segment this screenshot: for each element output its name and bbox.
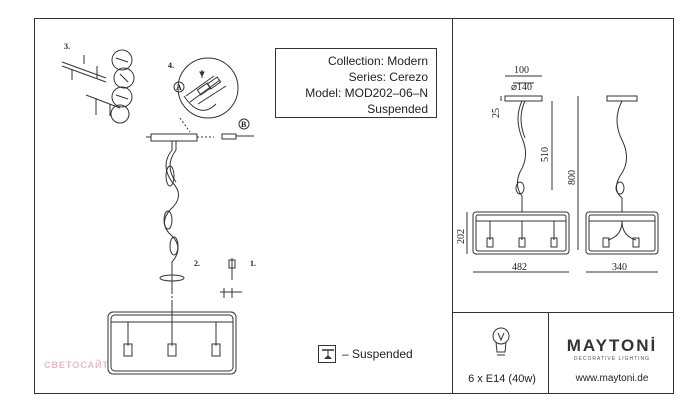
watermark: СВЕТОСАЙТ [44, 360, 110, 370]
model-info-box: Collection: Modern Series: Cerezo Model:… [275, 48, 437, 118]
lamp-body-main [107, 300, 237, 375]
drawing-sheet [34, 18, 674, 394]
suspended-icon [318, 345, 336, 363]
step-3-detail: 3. [61, 42, 135, 124]
series-label: Series: Cerezo [348, 70, 428, 84]
step-4-label: 4. [168, 61, 174, 70]
dim-800: 800 [567, 170, 578, 185]
collection-label: Collection: Modern [327, 54, 428, 68]
callout-b: B [241, 120, 247, 129]
bulb-icon [492, 327, 510, 356]
ceiling-mount: B [146, 117, 254, 142]
bulb-spec: 6 x E14 (40w) [468, 373, 536, 385]
type-label: Suspended [367, 102, 428, 116]
step-1-label: 1. [250, 259, 256, 268]
suspension-chain [163, 141, 179, 292]
brand-logo: MAYTONİ [566, 336, 658, 355]
callout-a: A [176, 83, 182, 92]
step-2-detail: 2. [159, 259, 200, 300]
model-label: Model: MOD202–06–N [305, 86, 428, 100]
canopy-front [504, 95, 543, 102]
canopy-side [606, 95, 638, 102]
suspended-text: – Suspended [342, 347, 413, 361]
divider-vertical-footer [548, 312, 549, 394]
divider-vertical [452, 18, 453, 394]
elevation-side: 340 [585, 95, 659, 273]
step-2-label: 2. [194, 259, 200, 268]
screw-b [221, 133, 237, 140]
dim-140: ⌀140 [511, 82, 532, 93]
step-3-label: 3. [64, 42, 70, 51]
step-1-detail: 1. [220, 258, 256, 298]
divider-horizontal [452, 312, 674, 313]
brand-tagline: DECORATIVE LIGHTING [573, 356, 651, 362]
dim-482: 482 [512, 262, 527, 273]
suspended-legend: – Suspended [318, 345, 413, 363]
dim-340: 340 [612, 262, 627, 273]
ceiling-canopy [150, 133, 198, 142]
dim-25: 25 [491, 108, 502, 118]
dim-510: 510 [540, 147, 551, 162]
dim-202: 202 [456, 229, 467, 244]
dim-100: 100 [514, 65, 529, 76]
step-4-detail: 4. A [168, 57, 239, 119]
elevation-front: 100 ⌀140 25 510 800 202 482 [456, 65, 579, 273]
brand-website[interactable]: www.maytoni.de [575, 373, 649, 384]
